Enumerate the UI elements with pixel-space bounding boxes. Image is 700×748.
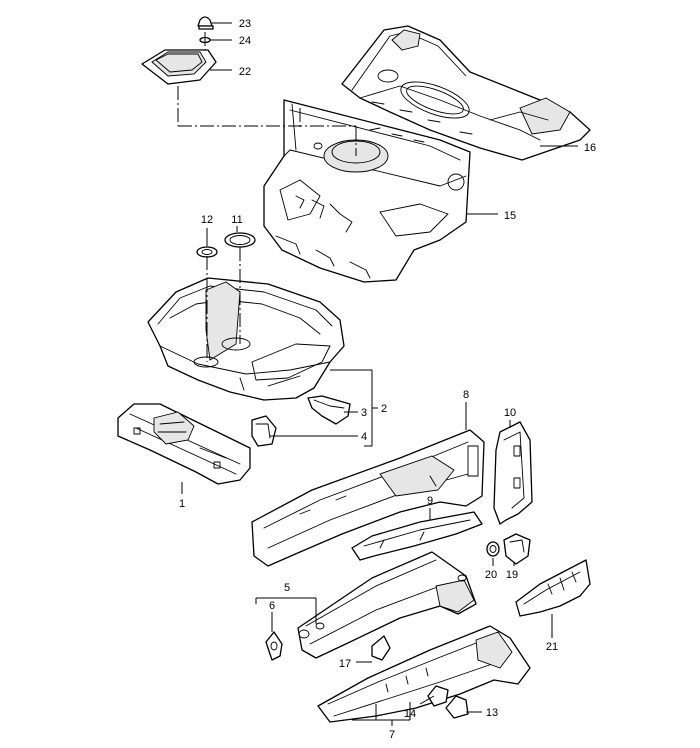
part-7-rocker-assembly[interactable] [317,625,531,723]
part-21-side-panel[interactable] [515,559,591,617]
part-12-ring[interactable] [196,246,218,258]
part-19-bracket[interactable] [503,533,531,565]
callout-11: 11 [231,214,242,226]
callout-21: 21 [546,641,558,653]
callout-5: 5 [284,582,290,594]
part-8-longitudinal[interactable] [251,429,485,567]
part-2-center-floor[interactable] [147,277,345,401]
alignment-lines [177,32,357,362]
part-13-clip[interactable] [445,695,469,719]
part-4-bracket[interactable] [251,415,277,447]
part-1-cross-member[interactable] [117,403,251,485]
part-11-ring[interactable] [224,232,256,248]
callout-9: 9 [427,495,433,507]
callout-3: 3 [361,407,367,419]
callout-17: 17 [339,658,351,670]
callout-19: 19 [506,569,518,581]
part-3-bracket[interactable] [307,395,351,425]
callout-24: 24 [239,35,251,47]
callout-7: 7 [389,729,395,741]
callout-23: 23 [239,18,251,30]
callout-22: 22 [239,66,251,78]
part-9-reinforcement[interactable] [351,511,483,561]
part-14-bracket[interactable] [427,685,449,707]
callout-4: 4 [361,431,367,443]
part-22-cover[interactable] [141,49,217,85]
part-16-rear-panel[interactable] [341,25,591,161]
part-20-grommet[interactable] [486,541,500,557]
part-5-side-member[interactable] [297,551,477,659]
callout-2: 2 [381,403,387,415]
callout-13: 13 [486,707,498,719]
callout-8: 8 [463,389,469,401]
callout-labels: 23 24 22 16 15 12 11 2 3 4 1 8 10 9 20 1… [179,18,596,741]
part-10-pillar[interactable] [493,421,533,525]
callout-15: 15 [504,210,516,222]
callout-10: 10 [504,407,516,419]
callout-12: 12 [201,214,213,226]
leader-lines [181,22,578,726]
callout-1: 1 [179,498,185,510]
part-23-cap[interactable] [197,16,214,30]
callout-14: 14 [404,708,416,720]
callout-16: 16 [584,142,596,154]
part-6-plate[interactable] [265,631,283,661]
callout-6: 6 [269,600,275,612]
part-17-bracket[interactable] [371,635,391,661]
callout-20: 20 [485,569,497,581]
